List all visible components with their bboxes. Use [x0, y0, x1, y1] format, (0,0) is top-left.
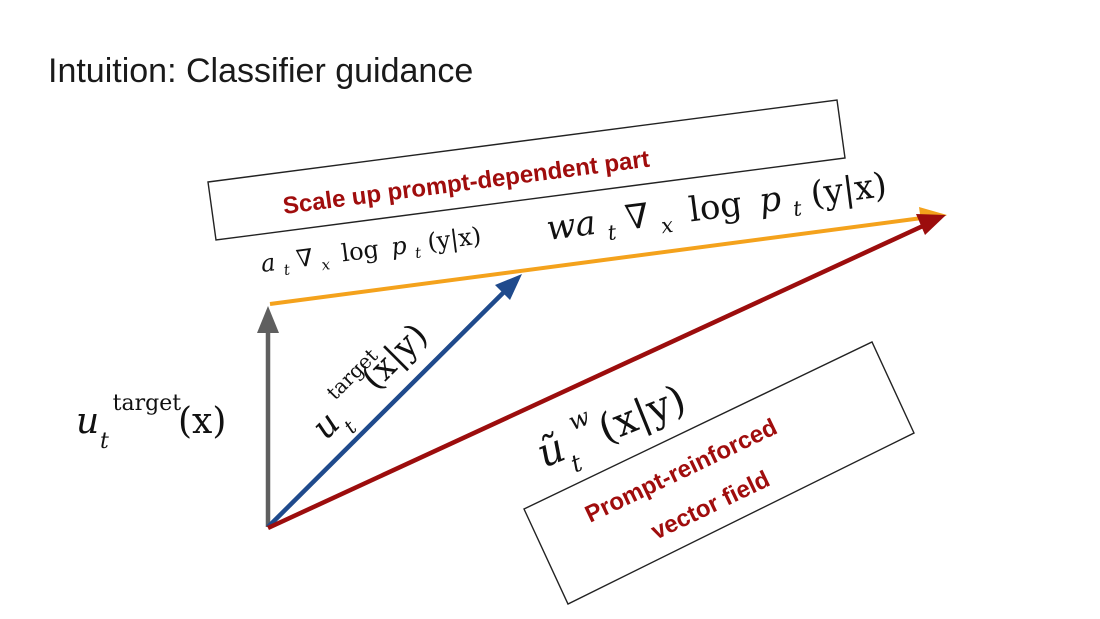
arrow-u-target-xy	[266, 274, 522, 529]
label-a-grad-log-prefix: a	[259, 248, 277, 278]
label-u-tilde-w-symbol: ũ	[531, 425, 572, 477]
arrow-u-tilde-w-head	[916, 214, 946, 235]
label-u-target-xy-arg: (x|y)	[354, 316, 436, 398]
label-w-a-grad-log-arg: (y|x)	[808, 165, 889, 215]
label-a-grad-log-p: p	[389, 231, 408, 261]
label-a-grad-log: a t ∇ x log p t (y|x)	[259, 222, 483, 284]
label-a-grad-log-sub: t	[283, 260, 292, 279]
label-w-a-grad-log-sub: t	[606, 220, 618, 245]
label-a-grad-log-nabla-sub: x	[321, 255, 332, 274]
label-w-a-grad-log-nabla: ∇	[623, 196, 652, 239]
arrow-u-target-xy-head	[495, 274, 522, 300]
label-u-target-x-sub: t	[100, 429, 109, 454]
label-w-a-grad-log-p: p	[757, 179, 784, 221]
label-a-grad-log-nabla: ∇	[294, 243, 314, 273]
arrow-u-target-x-head	[257, 306, 279, 333]
callout-box-top-border	[207, 99, 846, 241]
label-u-target-x-sup: target	[113, 391, 182, 416]
label-u-target-x-arg: (x)	[178, 401, 226, 442]
label-u-tilde-w-sup: w	[564, 402, 594, 436]
label-u-tilde-w-sub: t	[567, 449, 587, 479]
arrow-u-tilde-w	[267, 214, 946, 531]
label-u-target-xy: u target t (x|y)	[289, 300, 446, 457]
label-w-a-grad-log-log: log	[686, 184, 744, 231]
arrow-orange-guidance-line	[269, 216, 923, 306]
label-w-a-grad-log-prefix: wa	[544, 203, 598, 249]
arrow-u-target-x	[257, 306, 279, 527]
arrow-u-tilde-w-line	[267, 222, 926, 531]
label-u-target-x: u target t (x)	[76, 378, 226, 457]
label-w-a-grad-log-nabla-sub: x	[660, 213, 675, 238]
label-u-target-x-symbol: u	[76, 401, 99, 442]
label-w-a-grad-log-p-sub: t	[792, 196, 804, 221]
callout-box-bottom-border	[523, 341, 915, 605]
label-a-grad-log-p-sub: t	[414, 243, 423, 262]
label-w-a-grad-log: wa t ∇ x log p t (y|x)	[544, 165, 890, 257]
arrow-u-target-xy-line	[266, 289, 507, 529]
label-a-grad-log-log: log	[340, 235, 381, 268]
label-u-target-xy-symbol: u	[304, 404, 348, 448]
label-a-grad-log-arg: (y|x)	[426, 222, 483, 258]
slide-title: Intuition: Classifier guidance	[48, 52, 474, 90]
